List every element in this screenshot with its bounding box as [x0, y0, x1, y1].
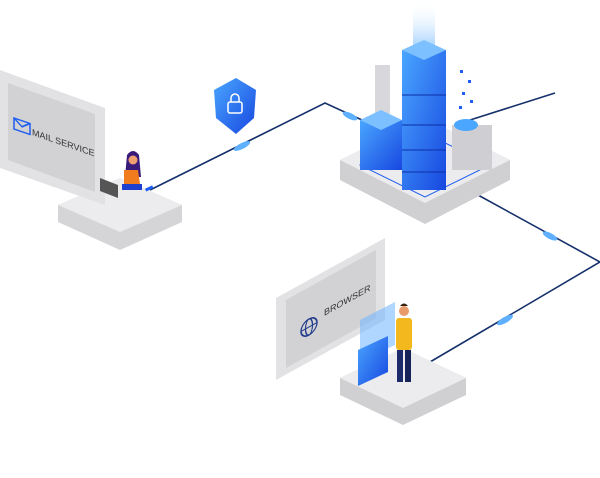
- storage-disc: [454, 119, 478, 131]
- data-particles: [459, 70, 473, 109]
- globe-icon: [300, 317, 318, 337]
- shield-lock-icon: [214, 78, 256, 134]
- link-server-to-browser: [429, 194, 600, 363]
- server-complex: [340, 0, 510, 224]
- link-server-out: [469, 92, 556, 121]
- browser-station: BROWSER: [276, 238, 466, 425]
- link-mail-to-server: [149, 102, 363, 191]
- browser-screen: [286, 250, 376, 368]
- tower-main: [402, 50, 446, 190]
- man-figure: [396, 303, 412, 382]
- data-pulses: [233, 111, 558, 326]
- woman-figure: [122, 151, 142, 190]
- laptop-icon: [100, 178, 118, 198]
- envelope-icon: [13, 116, 31, 136]
- mail-station: MAIL SERVICE: [0, 70, 182, 250]
- mail-screen: [8, 83, 95, 192]
